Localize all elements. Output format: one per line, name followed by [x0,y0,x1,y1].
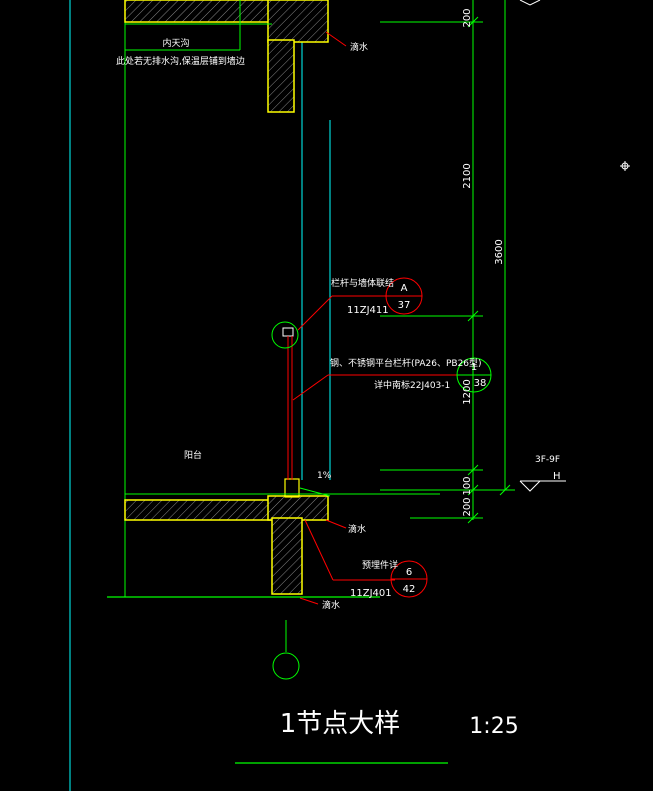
railing [271,321,299,480]
dim-200-top: 200 [462,8,473,27]
callout-b: 1 38 [456,357,492,393]
label-steel-railing: 钢、不锈钢平台栏杆(PA26、PB26型) [330,357,482,369]
label-floor-mark: 3F-9F [535,455,560,465]
label-railing-connection: 栏杆与墙体联结 [331,277,394,289]
callout-c: 6 42 [390,560,428,598]
section-symbol [272,620,300,680]
dim-2100: 2100 [462,163,473,188]
label-railing-ref-code: 11ZJ411 [347,305,389,316]
elevation-marker [519,0,566,492]
dimension-lines [380,0,515,524]
label-railing-detail-ref: 详中南标22J403-1 [374,379,450,391]
label-inner-gutter: 内天沟 [162,37,189,49]
dim-100: 100 [462,476,473,495]
callout-a-top: A [401,283,408,294]
railing-detail-circle [271,321,299,349]
dim-1200: 1200 [462,379,473,404]
label-embedded-part: 预埋件详 [362,559,398,571]
label-gutter-note: 此处若无排水沟,保温层铺到墙边 [116,55,245,67]
label-elev-symbol: H [553,471,561,482]
label-drip-bottom: 滴水 [322,599,340,611]
label-embedded-ref-code: 11ZJ401 [350,588,392,599]
label-balcony: 阳台 [184,449,202,461]
crosshair-icon [620,161,630,171]
label-drip-mid: 滴水 [348,523,366,535]
callout-c-top: 6 [406,567,412,578]
callout-c-bottom: 42 [403,584,416,595]
lower-slab [124,478,440,595]
callout-a-bottom: 37 [398,300,411,311]
callout-b-top: 1 [471,362,477,373]
callout-a: A 37 [385,277,423,315]
upper-slab [124,0,329,113]
label-drip-top: 滴水 [350,41,368,53]
dim-3600: 3600 [494,239,505,264]
drawing-scale: 1:25 [469,714,518,739]
drawing-title: 1节点大样 [280,709,401,739]
callout-b-bottom: 38 [474,378,487,389]
dim-200-bottom: 200 [462,497,473,516]
label-slope: 1% [317,471,332,481]
leaders [292,31,460,605]
